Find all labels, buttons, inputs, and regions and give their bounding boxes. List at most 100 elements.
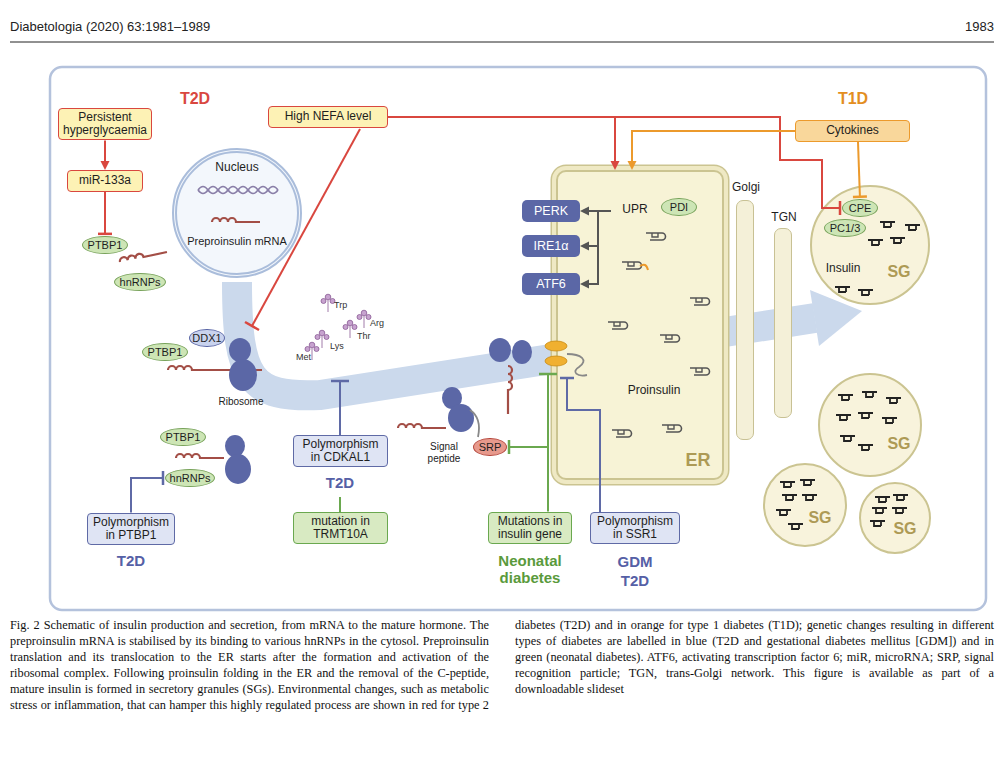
figure-panel: [50, 67, 986, 610]
node-text: Polymorphism in PTBP1: [92, 516, 170, 543]
node-box: UPR ProinsulinER PDI: [556, 170, 724, 480]
node-text: UPR: [618, 203, 652, 216]
node-text: IRE1α: [533, 239, 568, 253]
text-label: GDM: [613, 553, 657, 570]
node-text: SG: [803, 509, 837, 527]
node-text: PTBP1: [88, 239, 123, 251]
secretory-granule: Insulin SG CPE PC1/3: [810, 185, 930, 305]
text-label: T2D: [111, 552, 151, 569]
connector-line: [131, 478, 163, 513]
connector: [98, 192, 112, 234]
node-box: Mutations in insulin gene: [488, 512, 572, 545]
amino-acid-label: Trp: [334, 300, 354, 310]
node-box: miR-133a: [67, 170, 143, 192]
text-label: Diabetologia (2020) 63:1981–1989: [10, 20, 410, 35]
node-text: hnRNPs: [120, 276, 161, 288]
inhibition-bar: [853, 195, 867, 198]
connector-line: [509, 447, 548, 512]
arrowhead: [628, 161, 637, 170]
node-box: hnRNPs: [114, 273, 166, 291]
secretory-granule: SG: [763, 463, 847, 547]
node-box: Persistent hyperglycaemia: [58, 108, 152, 141]
node-text: High NEFA level: [285, 110, 372, 123]
node-text: PTBP1: [166, 431, 201, 443]
amino-acid-label: Met: [296, 352, 316, 362]
node-box: Polymorphism in PTBP1: [87, 513, 175, 546]
node-text: Nucleus: [177, 161, 297, 174]
node-box: Polymorphism in SSR1: [590, 512, 680, 545]
node-text: Mutations in insulin gene: [493, 515, 567, 542]
node-box: PDI: [661, 198, 697, 216]
connector-line: [104, 192, 106, 234]
text-label: T2D: [320, 474, 360, 491]
inhibition-bar: [839, 201, 842, 215]
node-text: Preproinsulin mRNA: [177, 235, 297, 247]
node-text: PERK: [534, 204, 568, 218]
figure-caption: Fig. 2 Schematic of insulin production a…: [10, 618, 994, 714]
connector: [628, 131, 796, 170]
ribosomes: [225, 338, 532, 484]
connector: [131, 471, 163, 513]
mrna-strands: [119, 218, 512, 458]
node-box: hnRNPs: [165, 469, 215, 487]
node-text: miR-133a: [79, 174, 131, 187]
node-box: Polymorphism in CDKAL1: [293, 435, 388, 468]
node-text: PTBP1: [148, 346, 183, 358]
text-label: Signal peptide: [418, 441, 470, 464]
node-box: DDX1: [189, 329, 225, 347]
text-label: T2D: [170, 90, 220, 108]
node-text: SRP: [479, 441, 502, 453]
trna-molecules: [305, 294, 371, 360]
node-text: Insulin: [820, 262, 866, 275]
node-text: SG: [889, 520, 921, 538]
node-box: CPE: [842, 199, 878, 217]
connector-line: [632, 131, 795, 163]
secretory-granule: SG: [818, 373, 922, 477]
connector-line: [388, 117, 615, 163]
text-label: Neonatal diabetes: [478, 552, 582, 587]
text-label: T1D: [828, 90, 878, 108]
node-text: PC1/3: [830, 222, 861, 234]
node-text: mutation in TRMT10A: [298, 515, 383, 542]
organelle-band: Golgi: [736, 200, 754, 440]
node-text: ATF6: [536, 277, 566, 291]
node-box: ATF6: [522, 273, 580, 295]
node-box: Cytokines: [795, 120, 910, 142]
node-text: SG: [880, 263, 918, 281]
connector: [388, 117, 620, 170]
signal-peptide-chain: [470, 410, 479, 437]
connector: [509, 440, 548, 512]
node-text: Polymorphism in SSR1: [595, 515, 675, 542]
header-rule: [10, 42, 994, 43]
organelle-band: TGN: [774, 228, 792, 418]
secretory-granule: SG: [859, 482, 931, 554]
inhibition-bar: [508, 440, 511, 454]
node-text: TGN: [763, 211, 805, 224]
connector-line: [104, 140, 106, 163]
amino-acid-label: Arg: [370, 318, 392, 328]
node-box: SRP: [473, 438, 507, 456]
node-box: PTBP1: [160, 428, 206, 446]
amino-acid-label: Thr: [357, 331, 377, 341]
inhibition-lines: [245, 129, 600, 513]
node-box: High NEFA level: [268, 106, 388, 128]
node-box: IRE1α: [522, 235, 580, 257]
text-label: Ribosome: [212, 396, 270, 408]
secretion-pathway-arrow: [237, 282, 815, 395]
node-text: Polymorphism in CDKAL1: [298, 438, 383, 465]
text-label: 1983: [900, 20, 994, 35]
node-text: PDI: [670, 201, 688, 213]
arrowhead: [611, 161, 620, 170]
node-text: Proinsulin: [616, 384, 692, 397]
node-text: hnRNPs: [170, 472, 211, 484]
node-text: Persistent hyperglycaemia: [63, 111, 147, 138]
node-box: PTBP1: [82, 236, 128, 254]
inhibition-bar: [162, 471, 165, 485]
connector: [101, 140, 110, 170]
node-box: PTBP1: [142, 343, 188, 361]
node-text: Cytokines: [826, 124, 879, 137]
node-text: ER: [678, 450, 718, 470]
node-box: PC1/3: [824, 219, 866, 237]
node-text: SG: [880, 435, 918, 453]
text-label: T2D: [613, 572, 657, 589]
